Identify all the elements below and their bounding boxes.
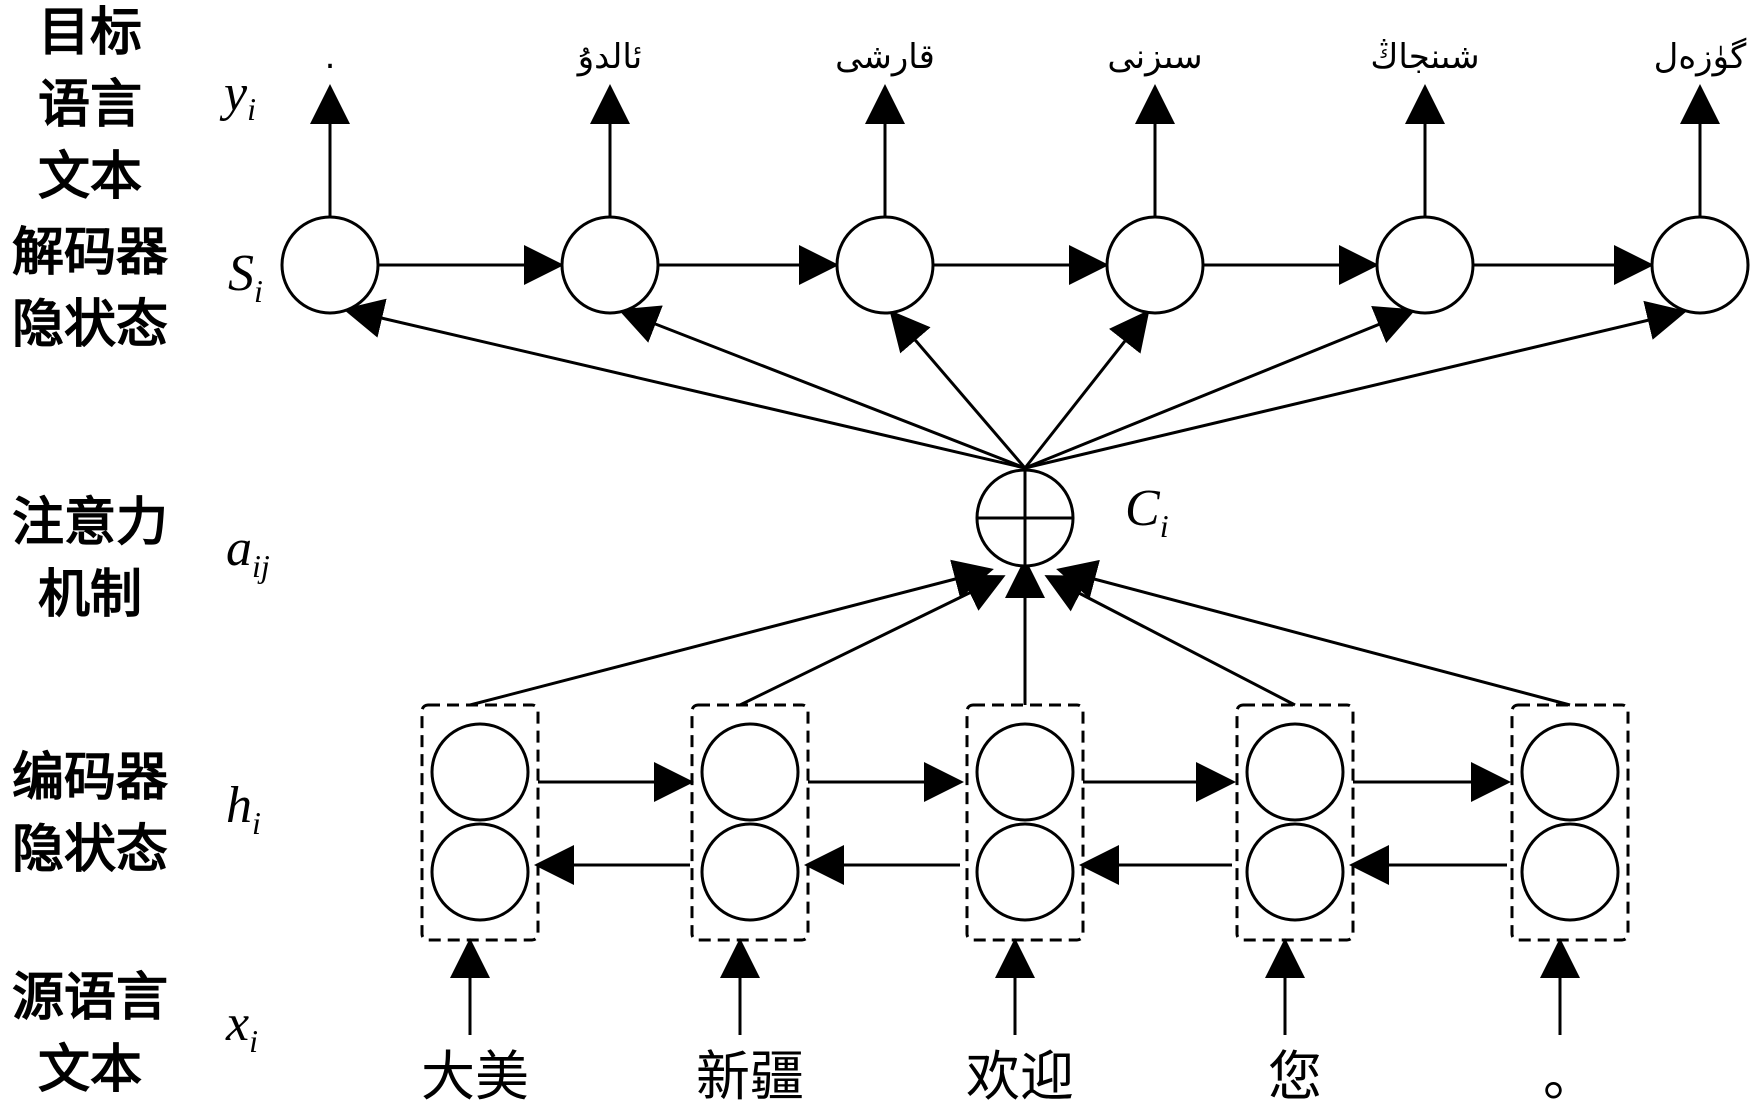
output-arrows <box>310 84 1720 220</box>
decoder-node <box>1105 215 1205 315</box>
source-word: 新疆 <box>696 1045 804 1108</box>
target-word: شىنجاڭ <box>1370 37 1479 77</box>
row-label-attention: 注意力 机制 <box>12 492 168 625</box>
backward-node <box>1245 822 1345 922</box>
target-word: ئالدۇ <box>576 37 642 77</box>
context-arrow <box>1024 306 1416 470</box>
source-word: 。 <box>1543 1045 1597 1108</box>
backward-node <box>975 822 1075 922</box>
context-arrow <box>618 305 1026 470</box>
row-label-line: 解码器 <box>12 222 169 283</box>
source-word: 您 <box>1268 1045 1322 1108</box>
context-arrow <box>1023 309 1150 469</box>
target-word: گۈزەل <box>1654 37 1748 77</box>
encoder-units <box>420 703 1630 942</box>
variable-y: yi <box>219 65 256 127</box>
context-vector-node <box>975 468 1075 568</box>
row-label-line: 源语言 <box>12 967 168 1028</box>
target-word: سىزنى <box>1107 37 1202 77</box>
row-label-decoder-state: 解码器 隐状态 <box>12 222 169 355</box>
attention-arrow <box>469 559 994 707</box>
encoder-unit <box>690 703 810 942</box>
forward-node <box>430 722 530 822</box>
variable-c: Ci <box>1125 480 1169 544</box>
target-word: قارشى <box>835 37 935 77</box>
context-arrow <box>889 309 1027 469</box>
row-label-source-text: 源语言 文本 <box>12 967 168 1100</box>
encoder-box <box>1235 703 1355 942</box>
backward-node <box>700 822 800 922</box>
decoder-node <box>835 215 935 315</box>
encoder-unit <box>965 703 1085 942</box>
target-word: . <box>325 37 336 77</box>
encoder-to-context-arrows <box>469 558 1571 707</box>
target-words: . ئالدۇ قارشى سىزنى شىنجاڭ گۈزەل <box>325 37 1748 77</box>
row-label-line: 文本 <box>38 146 142 207</box>
decoder-nodes <box>280 215 1750 315</box>
source-word: 大美 <box>421 1045 529 1108</box>
context-arrow <box>343 298 1026 470</box>
encoder-unit <box>420 703 540 942</box>
variable-h: hi <box>226 777 261 841</box>
encoder-box <box>965 703 1085 942</box>
forward-node <box>700 722 800 822</box>
source-word: 欢迎 <box>966 1045 1074 1108</box>
row-label-encoder-state: 编码器 隐状态 <box>12 747 169 880</box>
backward-node <box>1520 822 1620 922</box>
row-label-line: 注意力 <box>12 492 168 553</box>
row-label-line: 隐状态 <box>12 294 168 355</box>
attention-arrow <box>1056 559 1571 707</box>
attention-arrow <box>1044 575 1296 707</box>
row-label-line: 隐状态 <box>12 819 168 880</box>
attention-arrow <box>739 574 1006 707</box>
source-words: 大美 新疆 欢迎 您 。 <box>421 1045 1597 1108</box>
row-label-target-text: 目标 语言 文本 <box>38 2 142 207</box>
encoder-box <box>1510 703 1630 942</box>
encoder-unit <box>1510 703 1630 942</box>
forward-node <box>1520 722 1620 822</box>
row-label-line: 文本 <box>38 1039 142 1100</box>
decoder-node <box>1650 215 1750 315</box>
variable-s: Si <box>228 245 263 309</box>
row-label-line: 机制 <box>38 564 142 625</box>
context-to-decoder-arrows <box>343 298 1687 470</box>
encoder-box <box>690 703 810 942</box>
row-label-line: 目标 <box>38 2 142 63</box>
decoder-node <box>560 215 660 315</box>
input-arrows <box>450 938 1580 1035</box>
encoder-box <box>420 703 540 942</box>
row-label-line: 编码器 <box>12 747 169 808</box>
forward-node <box>975 722 1075 822</box>
variable-x: xi <box>225 995 258 1059</box>
encoder-unit <box>1235 703 1355 942</box>
decoder-node <box>1375 215 1475 315</box>
decoder-node <box>280 215 380 315</box>
row-label-line: 语言 <box>38 74 142 135</box>
context-arrow <box>1024 300 1687 470</box>
backward-node <box>430 822 530 922</box>
variable-a: aij <box>226 520 270 584</box>
forward-node <box>1245 722 1345 822</box>
